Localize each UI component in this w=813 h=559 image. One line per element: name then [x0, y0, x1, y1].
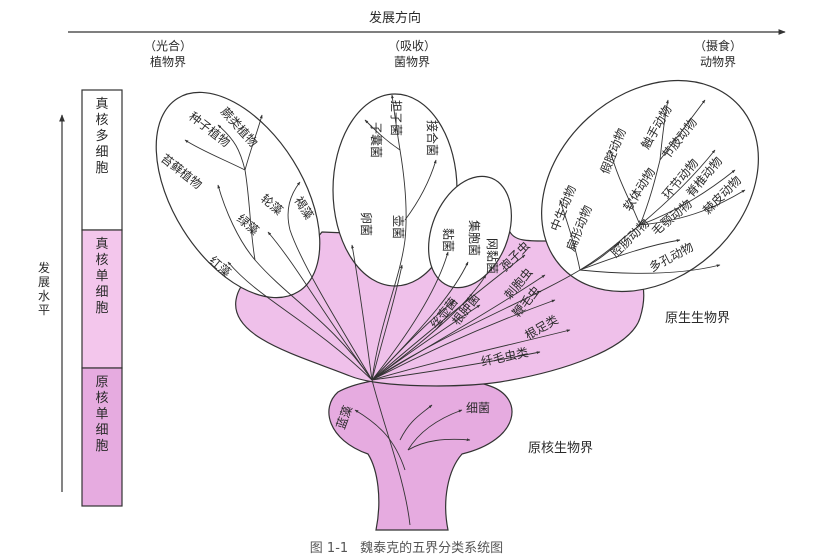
- fungi-label-basidio: 担子菌: [389, 100, 403, 136]
- header-plant: （光合） 植物界: [144, 38, 192, 69]
- fungi-label-zygo: 接合菌: [425, 120, 440, 156]
- slime-mold-region: [428, 175, 512, 289]
- level-bar-glyph: 核: [95, 253, 108, 268]
- figure-number: 图 1-1: [309, 541, 349, 556]
- svg-text:水: 水: [38, 289, 50, 303]
- protist-kingdom-label: 原生生物界: [665, 311, 730, 326]
- plant-branches: [184, 114, 373, 381]
- level-bar-glyph: 胞: [95, 161, 108, 176]
- direction-label: 发展方向: [369, 10, 421, 26]
- fungi-branches: [351, 94, 487, 381]
- level-bar-glyph: 细: [95, 423, 108, 438]
- level-bar-glyph: 单: [95, 269, 108, 284]
- level-bar-glyph: 胞: [95, 439, 108, 454]
- svg-text:平: 平: [38, 303, 50, 317]
- svg-text:菌物界: 菌物界: [394, 55, 430, 69]
- svg-text:发: 发: [38, 260, 50, 275]
- figure-caption: 图 1-1 魏泰克的五界分类系统图: [0, 537, 813, 556]
- level-bar-glyph: 细: [95, 145, 108, 160]
- monera-label-bacteria: 细菌: [466, 401, 490, 415]
- fungi-label-asco: 子囊菌: [369, 122, 384, 158]
- svg-text:展: 展: [38, 275, 50, 289]
- level-prokaryote-single: [81, 367, 123, 507]
- protist-branches: [371, 254, 571, 381]
- fungi-label-netslime: 网黏菌: [485, 238, 499, 274]
- fungi-label-cellular: 集胞菌: [467, 220, 482, 256]
- svg-text:（摄食）: （摄食）: [694, 38, 742, 53]
- header-animal: （摄食） 动物界: [694, 38, 742, 69]
- level-bar-glyph: 细: [95, 285, 108, 300]
- level-bar-glyph: 原: [95, 375, 108, 390]
- svg-text:（光合）: （光合）: [144, 38, 192, 53]
- monera-branches: [354, 379, 471, 526]
- animal-region: [541, 79, 759, 293]
- monera-region: [328, 376, 513, 531]
- fungi-label-chytrid: 壶菌: [391, 215, 406, 239]
- level-eukaryote-single: [81, 229, 123, 369]
- level-bar-glyph: 真: [95, 97, 108, 112]
- fungi-label-oomyc: 卵菌: [359, 212, 373, 236]
- level-bar-glyph: 多: [95, 128, 108, 144]
- level-bar-glyph: 胞: [95, 301, 108, 316]
- level-eukaryote-multi: [81, 89, 123, 231]
- figure-title: 魏泰克的五界分类系统图: [360, 541, 504, 556]
- svg-text:动物界: 动物界: [700, 55, 736, 69]
- fungi-label-slime: 黏菌: [441, 228, 455, 252]
- svg-text:（吸收）: （吸收）: [388, 39, 436, 53]
- level-bar-glyph: 核: [95, 391, 108, 406]
- monera-kingdom-label: 原核生物界: [528, 441, 593, 456]
- level-bar-glyph: 核: [95, 113, 108, 128]
- header-fungi: （吸收） 菌物界: [388, 39, 436, 69]
- level-bar-glyph: 真: [95, 237, 108, 252]
- svg-text:植物界: 植物界: [150, 54, 186, 69]
- level-bar-glyph: 单: [95, 407, 108, 422]
- level-axis-label: 发 展 水 平: [38, 260, 50, 317]
